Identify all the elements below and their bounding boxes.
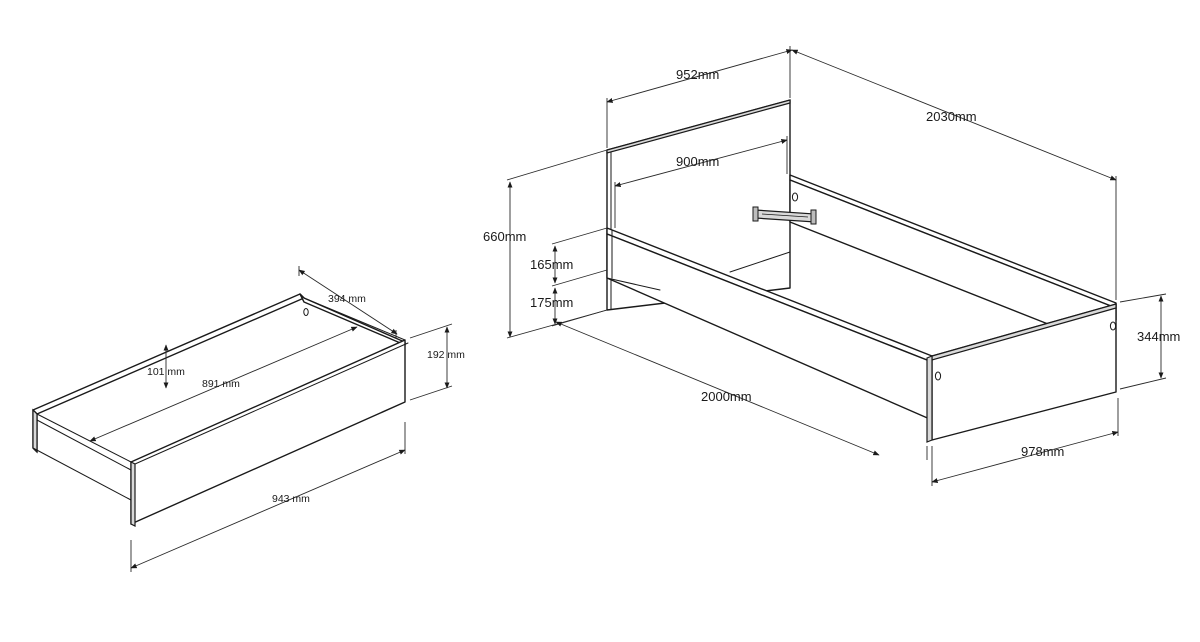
drawer-depth-line: [298, 269, 398, 335]
drawer-floor-back-edge: [36, 413, 132, 463]
bed-foot-width-label: 978mm: [1021, 444, 1064, 459]
drawer-left-bottom-edge: [32, 447, 132, 501]
bed-clearance-label: 175mm: [530, 295, 573, 310]
bed-foot-height-ext-1: [1119, 293, 1167, 303]
drawer-width-line: [130, 449, 406, 569]
bed-dimensions: 952mm 2030mm 900mm 660mm 165mm 175mm 200…: [483, 46, 1180, 486]
bed-length-label: 2030mm: [926, 109, 977, 124]
bed-head-width-label: 952mm: [676, 67, 719, 82]
bed-footboard-side-edge: [926, 355, 933, 443]
drawer-front-panel-edge: [130, 461, 136, 527]
drawer-height-label: 192 mm: [427, 349, 465, 361]
bed-side-height-label: 165mm: [530, 257, 573, 272]
drawer-inner-height-label: 101 mm: [147, 366, 185, 378]
drawer-width-label: 943 mm: [272, 493, 310, 505]
bed-footboard-hole-right-icon: [1109, 321, 1117, 331]
drawer-handle-hole-icon: [303, 308, 309, 316]
bed-footboard: [931, 303, 1117, 441]
bed-far-side-rail-face: [789, 179, 1117, 325]
bed-head-height-label: 660mm: [483, 229, 526, 244]
bed-length-line: [791, 49, 1117, 181]
bed-far-rail-hole-icon: [791, 192, 799, 202]
drawer-inner-width-line: [89, 326, 358, 442]
bed-slat-bracket-icon: [752, 206, 817, 225]
drawer-floor-inner-edge: [36, 419, 132, 471]
bed-inner-width-label: 900mm: [676, 154, 719, 169]
bed-inner-width-line: [614, 139, 788, 187]
drawer-height-ext-1: [409, 323, 453, 339]
drawer-dimensions: 394 mm 192 mm 101 mm 891 mm 943 mm: [89, 266, 465, 572]
drawer-height-ext-2: [409, 385, 453, 401]
bed-foot-height-ext-2: [1119, 377, 1167, 390]
bed-footboard-hole-left-icon: [934, 371, 942, 381]
drawer-left-side-edge: [32, 408, 38, 454]
bed-side-height-ext-1: [551, 227, 608, 245]
bed-foot-width-line: [931, 431, 1119, 483]
bed-foot-height-label: 344mm: [1137, 329, 1180, 344]
drawer-inner-width-label: 891 mm: [202, 378, 240, 390]
bed-inner-floor-line: [729, 251, 791, 273]
bed-side-height-ext-2: [551, 269, 608, 287]
bed-near-rail-bottom: [606, 277, 661, 291]
bed-frame-length-line: [555, 321, 880, 456]
bed-head-height-ext-1: [506, 149, 608, 181]
drawer-depth-label: 394 mm: [328, 293, 366, 305]
bed-frame-length-label: 2000mm: [701, 389, 752, 404]
bed-illustration: [606, 99, 1117, 443]
drawer-back-panel: [32, 293, 305, 415]
bed-head-width-line: [606, 49, 793, 103]
